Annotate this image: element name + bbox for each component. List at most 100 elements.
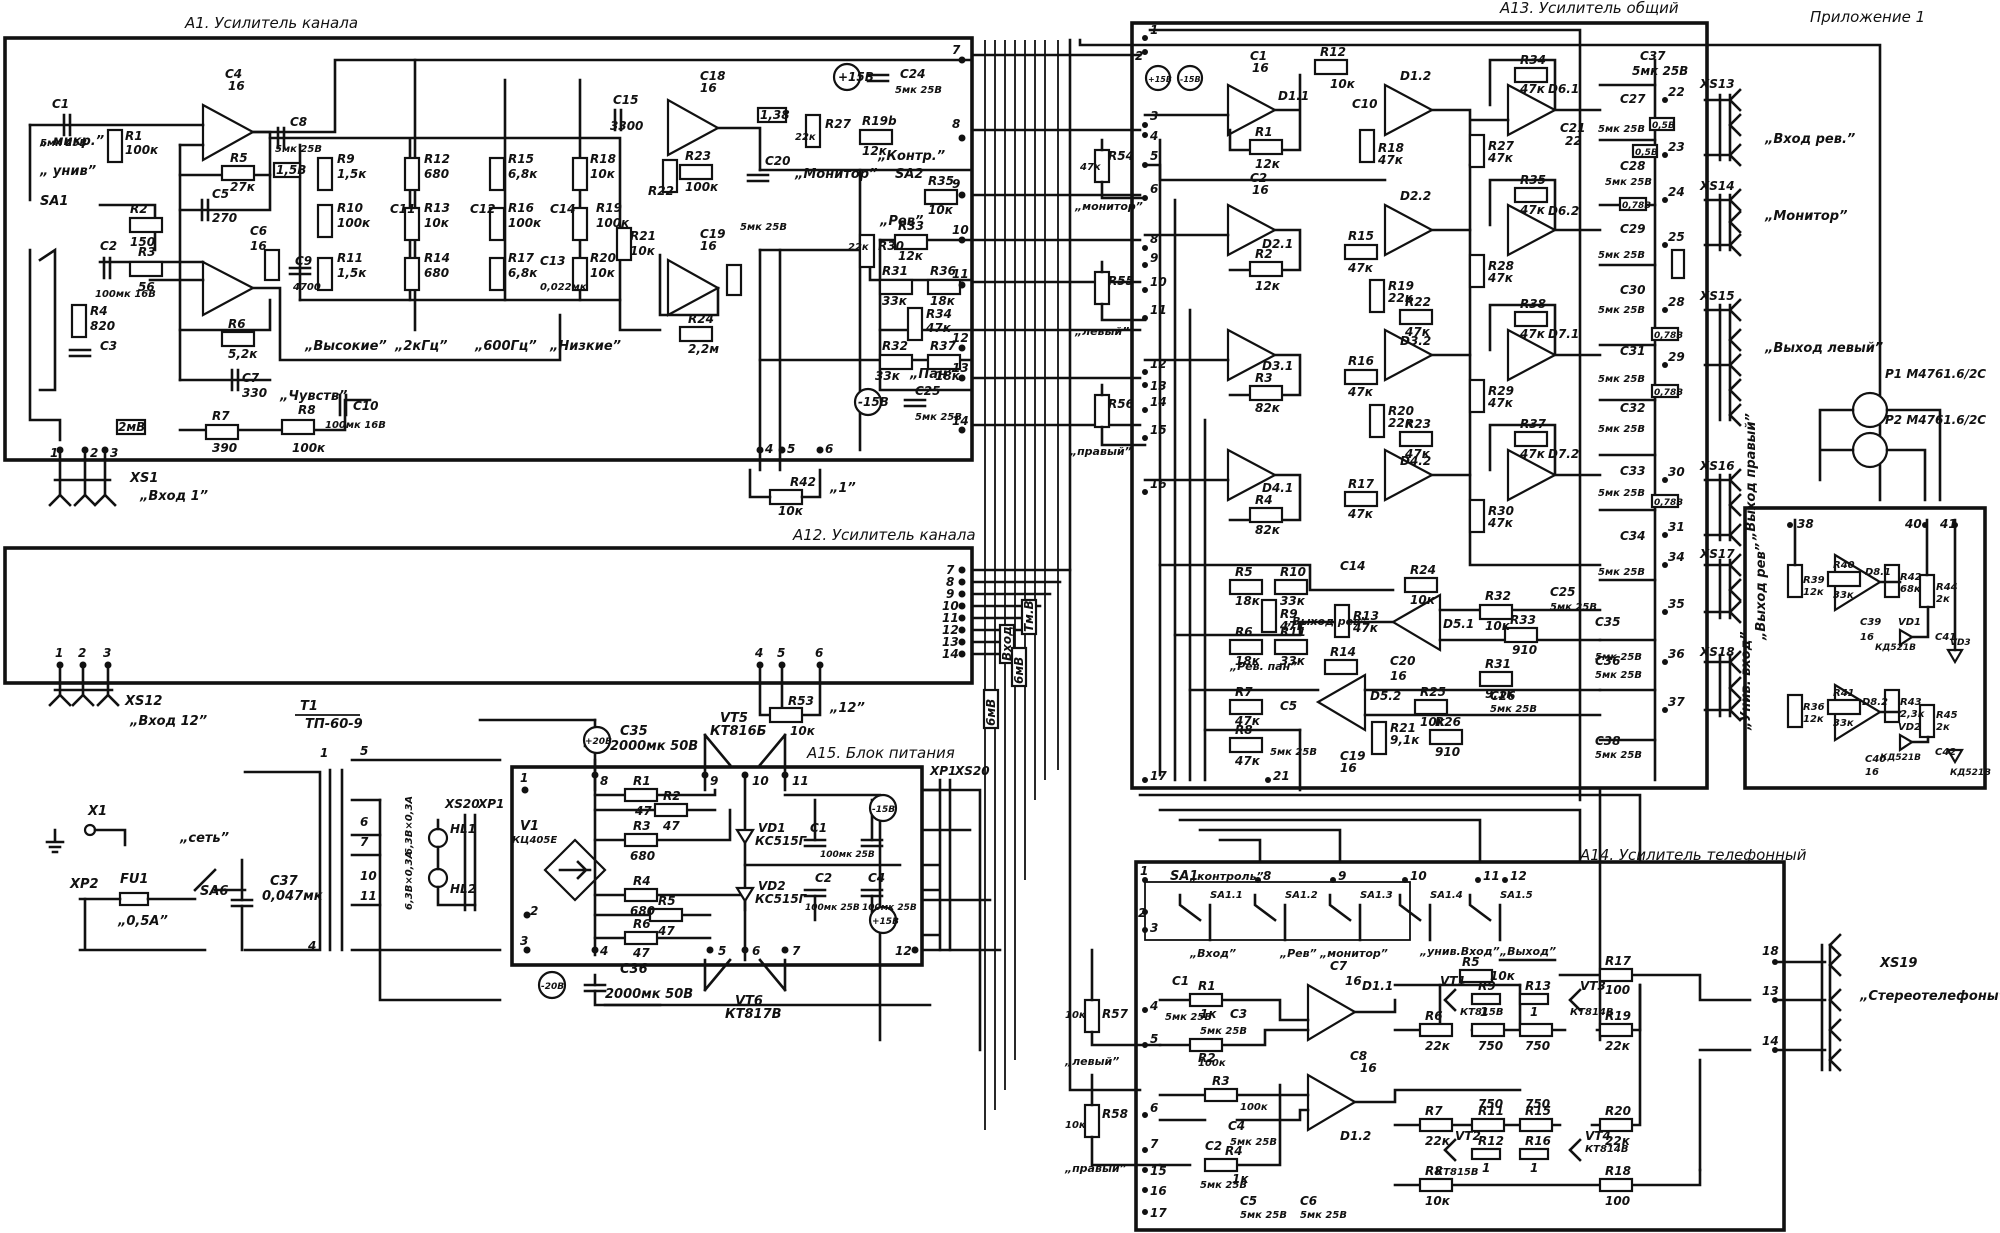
- svg-text:-15В: -15В: [858, 395, 889, 409]
- svg-text:C20: C20: [765, 154, 791, 168]
- svg-text:R12: R12: [1478, 1134, 1504, 1148]
- svg-text:R37: R37: [930, 339, 957, 353]
- svg-text:„Монитор”: „Монитор”: [1764, 209, 1847, 224]
- potentiometer-r55: [1093, 270, 1111, 306]
- svg-text:100к: 100к: [1198, 1058, 1226, 1069]
- svg-text:47к: 47к: [1519, 327, 1546, 341]
- svg-text:100: 100: [1605, 983, 1630, 997]
- svg-text:R6: R6: [633, 917, 651, 931]
- svg-text:10к: 10к: [790, 724, 816, 738]
- svg-text:7: 7: [946, 563, 955, 577]
- svg-text:100: 100: [1605, 1194, 1630, 1208]
- block-frame-indicator: [1743, 506, 1987, 790]
- voltage-box-0-18: [725, 263, 743, 297]
- svg-text:„Рев”: „Рев”: [1279, 947, 1317, 960]
- svg-text:D2.1: D2.1: [1262, 237, 1293, 251]
- svg-text:23: 23: [1668, 140, 1685, 154]
- transistor-vt5: [703, 733, 787, 792]
- capacitor-c25: [903, 398, 927, 408]
- switch-sa1-2: [1253, 893, 1287, 942]
- svg-text:+20В: +20В: [585, 737, 612, 747]
- svg-text:C20: C20: [1390, 654, 1416, 668]
- resistor-r44: [1918, 573, 1936, 609]
- svg-text:C28: C28: [1620, 159, 1646, 173]
- svg-text:14: 14: [942, 647, 959, 661]
- switch-sa1-5: [1468, 893, 1502, 942]
- svg-text:5мк 25В: 5мк 25В: [1240, 1210, 1287, 1221]
- svg-text:ТП-60-9: ТП-60-9: [305, 717, 363, 732]
- resistor-r19: [571, 206, 589, 242]
- svg-text:C35: C35: [620, 724, 648, 739]
- svg-text:10к: 10к: [424, 216, 450, 230]
- svg-text:R21: R21: [1390, 721, 1416, 735]
- svg-text:16: 16: [700, 81, 717, 95]
- svg-text:750: 750: [1525, 1097, 1550, 1111]
- svg-text:5мк 25В: 5мк 25В: [1598, 424, 1645, 435]
- svg-text:1,5к: 1,5к: [337, 266, 367, 280]
- svg-text:33к: 33к: [1833, 590, 1854, 601]
- voltage-box-0-78a: [1618, 196, 1648, 212]
- svg-text:X1: X1: [87, 804, 107, 819]
- svg-text:11: 11: [942, 611, 959, 625]
- svg-text:R19: R19: [1388, 279, 1414, 293]
- svg-text:3: 3: [1150, 109, 1158, 123]
- a2-pins: 7 8 9 10 11 12 13 14 1 2 3 4 5 6 R53 10к…: [55, 563, 966, 738]
- svg-text:R15: R15: [1348, 229, 1374, 243]
- resistor-r10-a3: [1273, 578, 1309, 596]
- svg-text:C31: C31: [1620, 344, 1646, 358]
- svg-text:VT6: VT6: [735, 994, 763, 1009]
- supply-marker-plus15: [832, 62, 862, 92]
- svg-text:R14: R14: [424, 251, 450, 265]
- svg-text:R3: R3: [138, 245, 156, 259]
- svg-text:6: 6: [752, 944, 760, 958]
- svg-text:10к: 10к: [1420, 715, 1446, 729]
- switch-sa1-1: [1178, 893, 1212, 942]
- svg-text:XP1: XP1: [477, 797, 504, 811]
- svg-text:5: 5: [360, 744, 368, 758]
- svg-text:2к: 2к: [1936, 594, 1950, 605]
- potentiometer-r58: [1083, 1103, 1101, 1139]
- svg-text:„600Гц”: „600Гц”: [474, 339, 537, 354]
- resistor-r14: [403, 256, 421, 292]
- svg-text:КТ814В: КТ814В: [1570, 1007, 1614, 1018]
- svg-text:C2: C2: [100, 239, 117, 253]
- svg-text:КД521В: КД521В: [1880, 753, 1921, 763]
- svg-text:R25: R25: [1420, 685, 1446, 699]
- svg-text:P2 М4761.6/2С: P2 М4761.6/2С: [1885, 413, 1986, 427]
- opamp-d2-1: [666, 98, 721, 157]
- svg-text:14: 14: [1762, 1034, 1779, 1048]
- a3-circuit: +15В -15В 0,5В 0,5В 0,78В 0,78В 0,78В 0,…: [1093, 58, 1686, 792]
- svg-text:82к: 82к: [1255, 523, 1281, 537]
- svg-text:13: 13: [952, 361, 969, 375]
- svg-text:„Высокие”: „Высокие”: [304, 339, 387, 354]
- svg-text:КТ815В: КТ815В: [1460, 1007, 1504, 1018]
- svg-text:47к: 47к: [1487, 271, 1514, 285]
- svg-text:5мк 25В: 5мк 25В: [1300, 1210, 1347, 1221]
- opamp-d1-2: [201, 260, 256, 317]
- svg-text:0,022мк: 0,022мк: [540, 282, 587, 293]
- svg-text:2: 2: [530, 904, 538, 918]
- connector-xs12: XS12 „Вход 12”: [48, 663, 207, 729]
- svg-text:R11: R11: [1280, 625, 1306, 639]
- svg-text:1: 1: [320, 746, 328, 760]
- svg-text:5мк 25В: 5мк 25В: [1200, 1180, 1247, 1191]
- svg-text:R36: R36: [1803, 702, 1825, 713]
- svg-text:C7: C7: [1330, 959, 1348, 973]
- svg-text:47к: 47к: [1347, 507, 1374, 521]
- svg-text:R24: R24: [688, 312, 714, 326]
- resistor-r6-a4: [1418, 1022, 1454, 1038]
- svg-text:8: 8: [600, 774, 608, 788]
- svg-text:SA6: SA6: [200, 884, 228, 899]
- svg-text:0,78В: 0,78В: [1654, 388, 1683, 398]
- svg-text:22: 22: [1565, 134, 1582, 148]
- svg-text:390: 390: [212, 441, 237, 455]
- svg-text:R7: R7: [212, 409, 230, 423]
- svg-text:3: 3: [1150, 921, 1158, 935]
- block-frame-a2: [3, 546, 974, 685]
- svg-text:C42: C42: [1935, 747, 1956, 758]
- svg-text:R1: R1: [633, 774, 651, 788]
- svg-text:12: 12: [942, 623, 959, 637]
- svg-text:47к: 47к: [1487, 151, 1514, 165]
- svg-text:R44: R44: [1936, 582, 1958, 593]
- svg-text:47: 47: [632, 946, 650, 960]
